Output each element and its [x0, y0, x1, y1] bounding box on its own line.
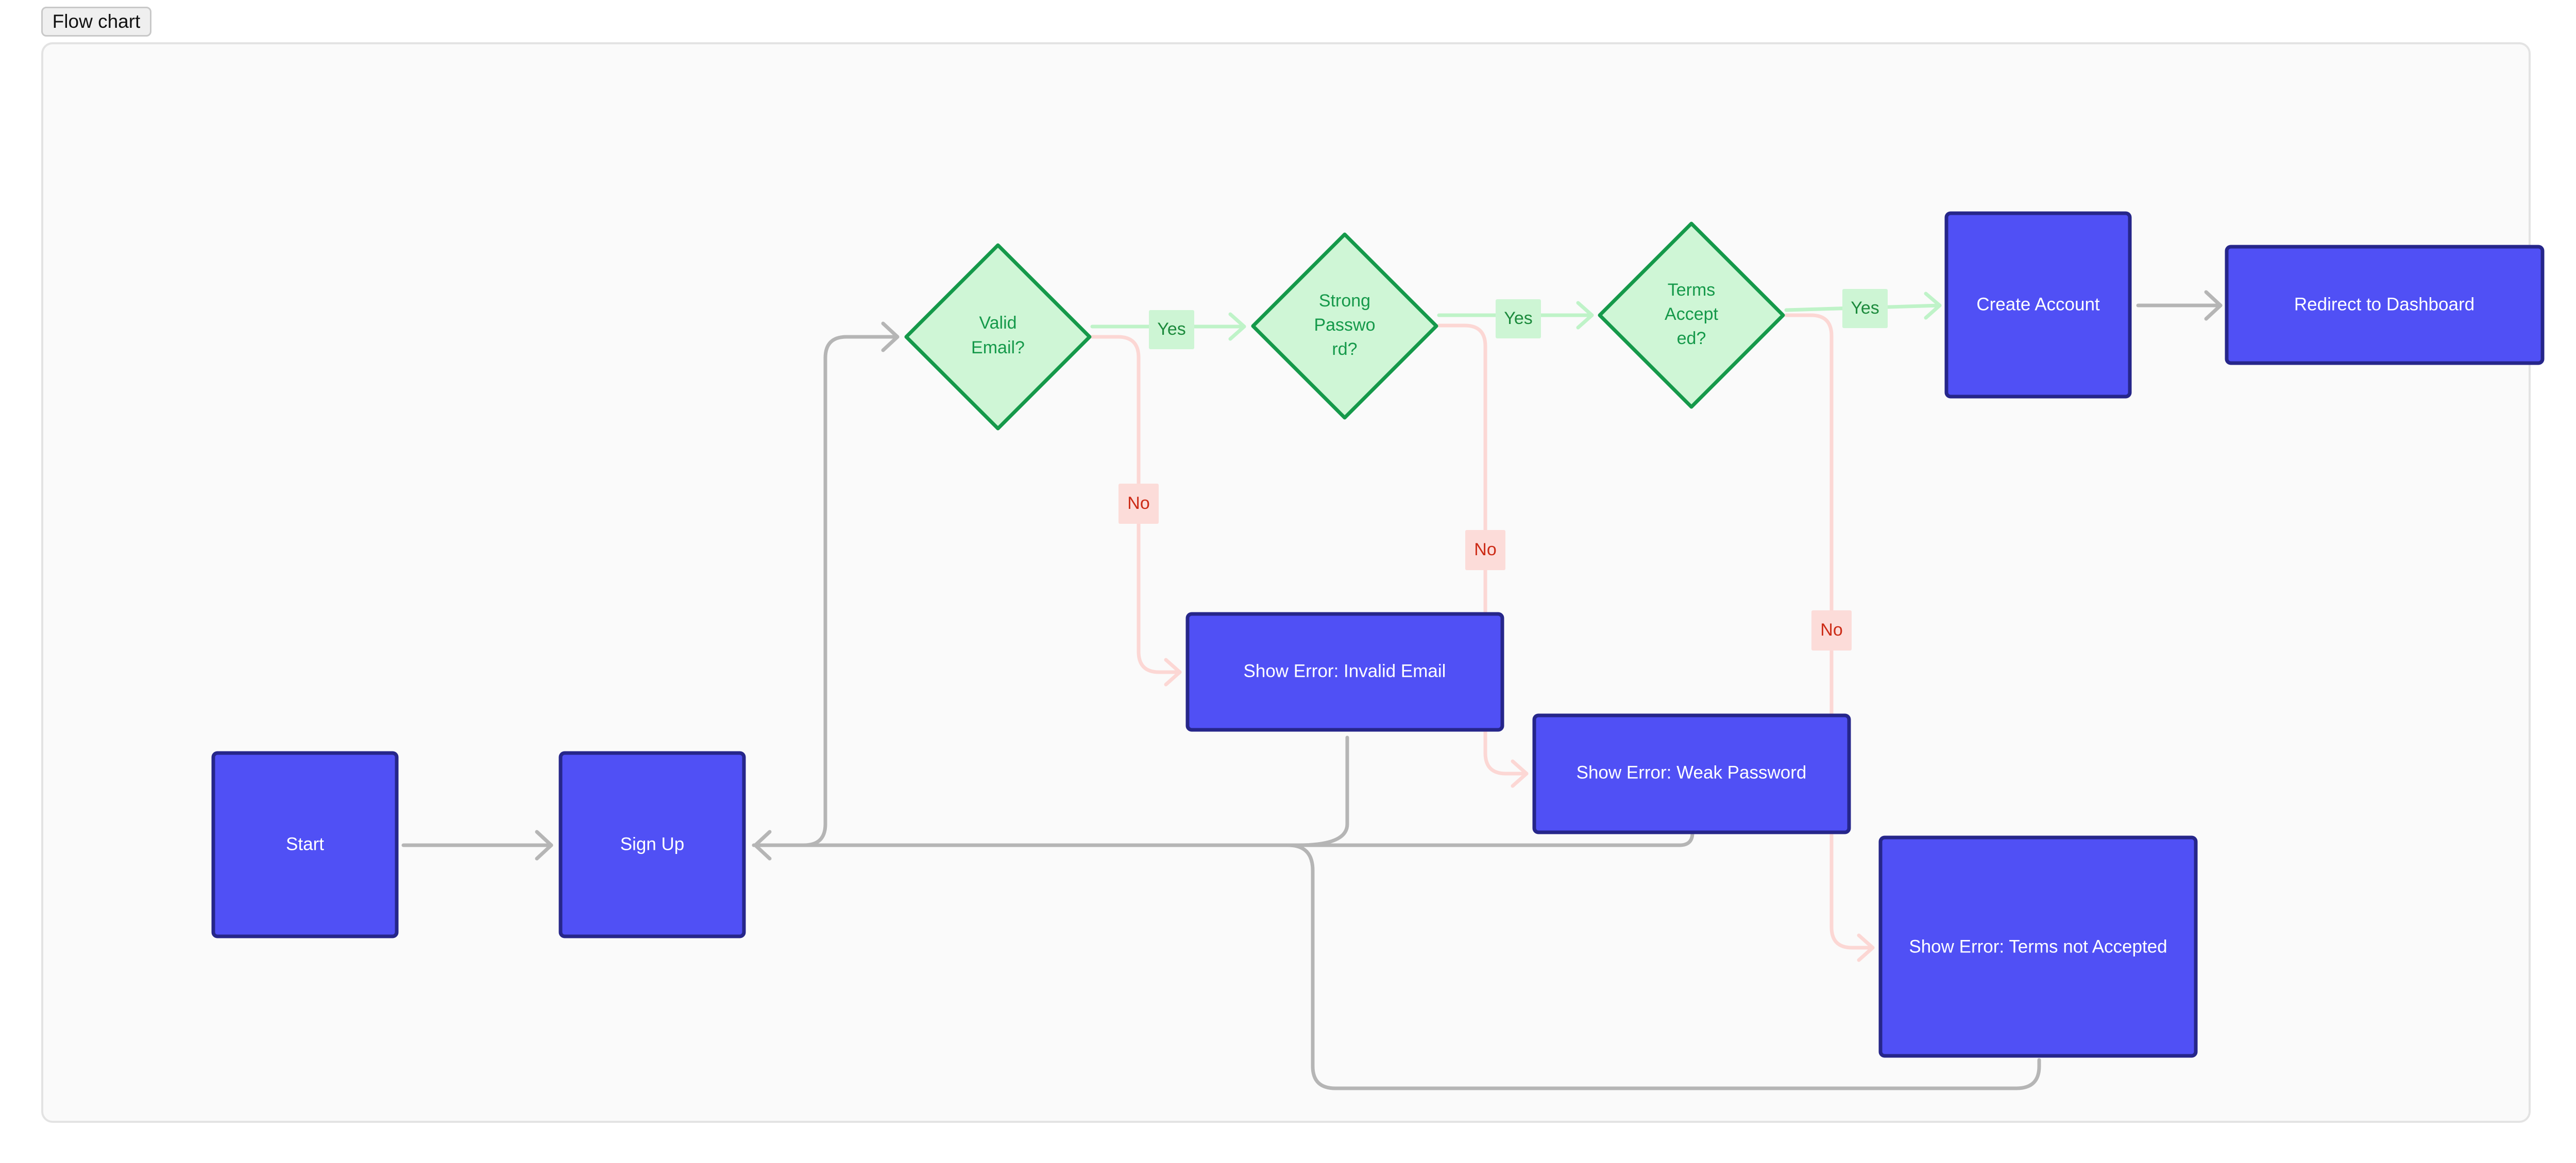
svg-text:No: No	[1820, 620, 1842, 640]
decision-strong-password[interactable]: Strong Passwo rd?	[1251, 232, 1438, 420]
edge-label-yes-1: Yes	[1149, 310, 1194, 349]
edge-label-no-1: No	[1118, 484, 1159, 524]
edge-label-no-3: No	[1811, 610, 1852, 651]
decision-strong-password-line3: rd?	[1332, 339, 1357, 359]
decision-terms-accepted[interactable]: Terms Accept ed?	[1598, 221, 1785, 409]
decision-strong-password-line2: Passwo	[1314, 315, 1375, 335]
svg-text:Yes: Yes	[1157, 319, 1185, 339]
edge-label-no-2: No	[1465, 530, 1505, 570]
node-sign-up[interactable]: Sign Up	[558, 751, 746, 938]
decision-terms-line3: ed?	[1677, 329, 1706, 348]
decision-valid-email[interactable]: Valid Email?	[904, 243, 1092, 431]
node-redirect-label: Redirect to Dashboard	[2294, 294, 2475, 314]
decision-strong-password-line1: Strong	[1319, 291, 1370, 311]
svg-text:No: No	[1474, 540, 1496, 559]
svg-text:No: No	[1127, 493, 1149, 513]
node-create-account[interactable]: Create Account	[1944, 211, 2132, 399]
svg-text:Yes: Yes	[1851, 298, 1879, 318]
edge-label-yes-3: Yes	[1842, 289, 1888, 328]
flow-chart-tab-button[interactable]: Flow chart	[41, 7, 151, 37]
node-error-weak-password[interactable]: Show Error: Weak Password	[1532, 713, 1851, 834]
node-create-account-label: Create Account	[1976, 294, 2100, 314]
node-error-terms-label: Show Error: Terms not Accepted	[1909, 936, 2167, 956]
node-error-email-label: Show Error: Invalid Email	[1244, 661, 1446, 681]
node-error-terms[interactable]: Show Error: Terms not Accepted	[1878, 835, 2198, 1058]
decision-terms-line2: Accept	[1665, 304, 1718, 324]
edge-signup-to-valid-email	[752, 321, 900, 847]
node-error-invalid-email[interactable]: Show Error: Invalid Email	[1185, 612, 1504, 732]
edge-label-yes-2: Yes	[1496, 299, 1541, 338]
edge-start-to-signup	[401, 830, 553, 861]
node-start[interactable]: Start	[211, 751, 399, 938]
node-redirect-dashboard[interactable]: Redirect to Dashboard	[2225, 245, 2545, 365]
svg-text:Yes: Yes	[1504, 309, 1532, 328]
decision-terms-line1: Terms	[1668, 280, 1716, 300]
edge-create-account-to-redirect	[2136, 290, 2223, 321]
node-start-label: Start	[286, 834, 324, 854]
decision-valid-email-line1: Valid	[979, 313, 1016, 333]
edge-errors-return-to-signup	[753, 736, 2041, 1090]
node-error-password-label: Show Error: Weak Password	[1577, 762, 1807, 782]
decision-valid-email-line2: Email?	[971, 338, 1025, 357]
node-sign-up-label: Sign Up	[620, 834, 685, 854]
